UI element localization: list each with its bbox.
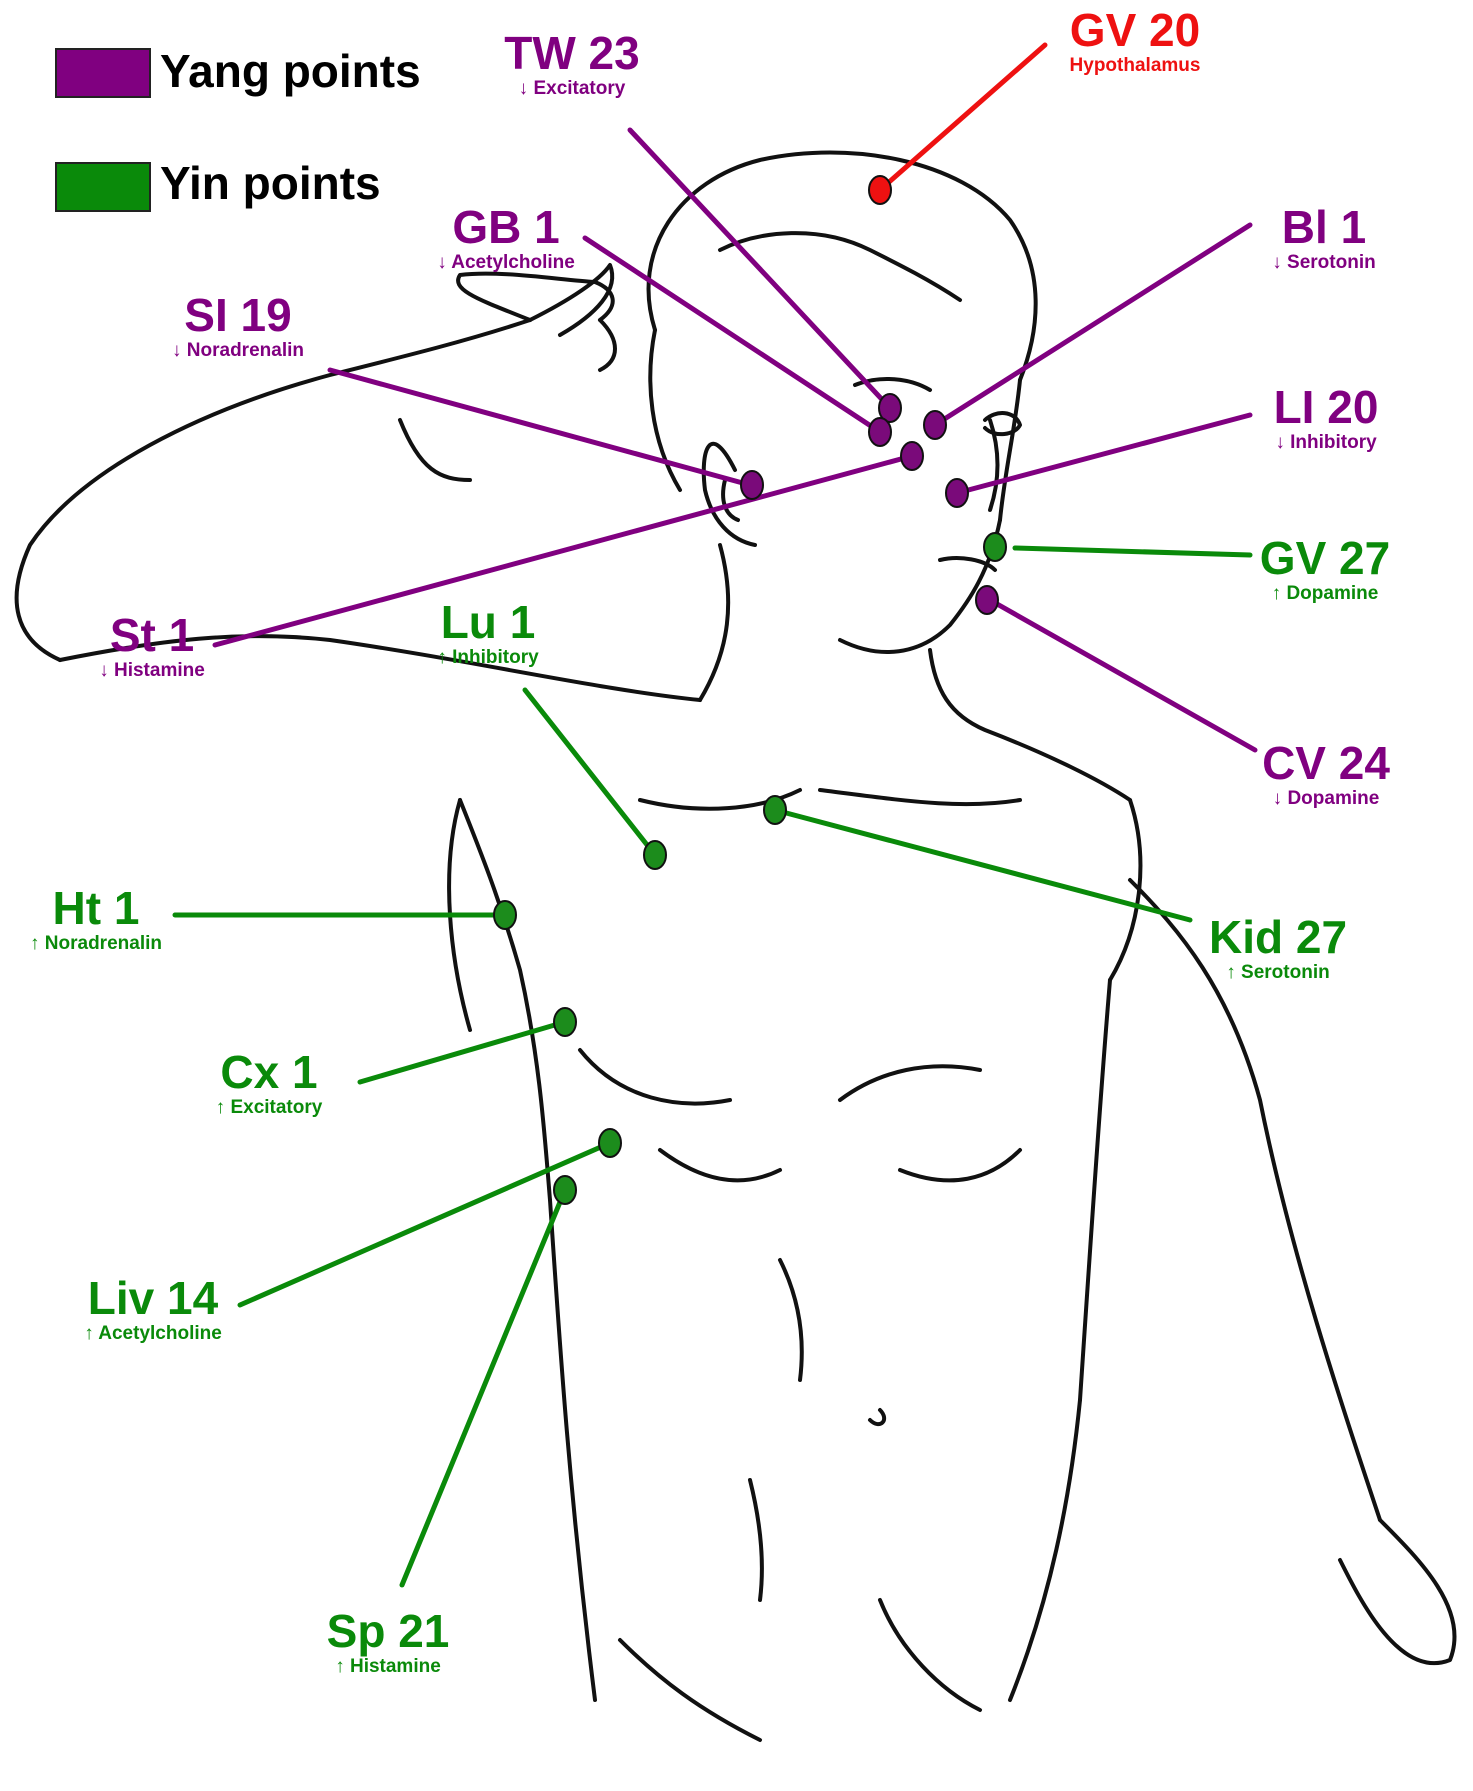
leader-gb1 xyxy=(585,238,880,432)
label-sp21-desc: ↑ Histamine xyxy=(327,1656,450,1678)
point-gv27[interactable] xyxy=(984,533,1006,561)
point-sp21[interactable] xyxy=(554,1176,576,1204)
yang-swatch xyxy=(55,48,151,98)
label-gb1-desc: ↓ Acetylcholine xyxy=(437,252,575,274)
label-bl1: Bl 1 ↓ Serotonin xyxy=(1272,202,1375,274)
label-cx1-code: Cx 1 xyxy=(216,1047,323,1097)
label-cx1-desc: ↑ Excitatory xyxy=(216,1097,323,1119)
point-lu1[interactable] xyxy=(644,841,666,869)
point-gb1[interactable] xyxy=(869,418,891,446)
label-lu1-desc: ↑ Inhibitory xyxy=(437,647,538,669)
point-bl1[interactable] xyxy=(924,411,946,439)
point-li20[interactable] xyxy=(946,479,968,507)
label-lu1-code: Lu 1 xyxy=(437,597,538,647)
point-cx1[interactable] xyxy=(554,1008,576,1036)
label-gv27-desc: ↑ Dopamine xyxy=(1260,583,1390,605)
label-bl1-desc: ↓ Serotonin xyxy=(1272,252,1375,274)
label-kid27-code: Kid 27 xyxy=(1209,912,1347,962)
label-gb1: GB 1 ↓ Acetylcholine xyxy=(437,202,575,274)
leader-lines xyxy=(175,45,1255,1585)
leader-gv20 xyxy=(880,45,1045,190)
leader-kid27 xyxy=(775,810,1190,920)
label-tw23: TW 23 ↓ Excitatory xyxy=(504,28,639,100)
label-si19: SI 19 ↓ Noradrenalin xyxy=(172,290,304,362)
label-sp21: Sp 21 ↑ Histamine xyxy=(327,1606,450,1678)
label-gv20: GV 20 Hypothalamus xyxy=(1070,5,1201,77)
point-kid27[interactable] xyxy=(764,796,786,824)
label-si19-code: SI 19 xyxy=(172,290,304,340)
label-ht1-desc: ↑ Noradrenalin xyxy=(30,933,162,955)
label-si19-desc: ↓ Noradrenalin xyxy=(172,340,304,362)
point-ht1[interactable] xyxy=(494,901,516,929)
leader-gv27 xyxy=(1015,548,1250,555)
label-liv14-code: Liv 14 xyxy=(84,1273,222,1323)
leader-st1 xyxy=(215,456,912,645)
label-tw23-code: TW 23 xyxy=(504,28,639,78)
point-gv20[interactable] xyxy=(869,176,891,204)
label-gv27-code: GV 27 xyxy=(1260,533,1390,583)
label-cv24-code: CV 24 xyxy=(1262,738,1390,788)
label-cx1: Cx 1 ↑ Excitatory xyxy=(216,1047,323,1119)
leader-cv24 xyxy=(990,600,1255,750)
label-st1-code: St 1 xyxy=(99,610,205,660)
label-liv14: Liv 14 ↑ Acetylcholine xyxy=(84,1273,222,1345)
label-st1-desc: ↓ Histamine xyxy=(99,660,205,682)
label-li20: LI 20 ↓ Inhibitory xyxy=(1274,382,1379,454)
label-li20-desc: ↓ Inhibitory xyxy=(1274,432,1379,454)
label-bl1-code: Bl 1 xyxy=(1272,202,1375,252)
label-gv27: GV 27 ↑ Dopamine xyxy=(1260,533,1390,605)
label-gb1-code: GB 1 xyxy=(437,202,575,252)
yin-legend-label: Yin points xyxy=(160,156,381,210)
label-ht1: Ht 1 ↑ Noradrenalin xyxy=(30,883,162,955)
label-liv14-desc: ↑ Acetylcholine xyxy=(84,1323,222,1345)
point-cv24[interactable] xyxy=(976,586,998,614)
label-gv20-desc: Hypothalamus xyxy=(1070,55,1201,77)
label-kid27: Kid 27 ↑ Serotonin xyxy=(1209,912,1347,984)
yang-legend-label: Yang points xyxy=(160,44,421,98)
label-tw23-desc: ↓ Excitatory xyxy=(504,78,639,100)
label-cv24-desc: ↓ Dopamine xyxy=(1262,788,1390,810)
leader-sp21 xyxy=(402,1190,565,1585)
yin-swatch xyxy=(55,162,151,212)
leader-tw23 xyxy=(630,130,890,408)
point-si19[interactable] xyxy=(741,471,763,499)
label-st1: St 1 ↓ Histamine xyxy=(99,610,205,682)
label-lu1: Lu 1 ↑ Inhibitory xyxy=(437,597,538,669)
leader-li20 xyxy=(957,415,1250,493)
leader-lu1 xyxy=(525,690,655,855)
label-sp21-code: Sp 21 xyxy=(327,1606,450,1656)
label-li20-code: LI 20 xyxy=(1274,382,1379,432)
label-cv24: CV 24 ↓ Dopamine xyxy=(1262,738,1390,810)
point-st1[interactable] xyxy=(901,442,923,470)
label-gv20-code: GV 20 xyxy=(1070,5,1201,55)
leader-bl1 xyxy=(935,225,1250,425)
label-ht1-code: Ht 1 xyxy=(30,883,162,933)
point-liv14[interactable] xyxy=(599,1129,621,1157)
label-kid27-desc: ↑ Serotonin xyxy=(1209,962,1347,984)
leader-si19 xyxy=(330,370,750,485)
